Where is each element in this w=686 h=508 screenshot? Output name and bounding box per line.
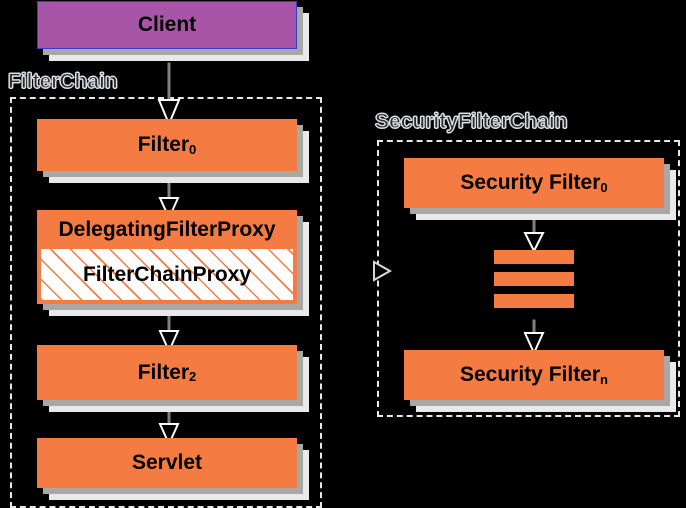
node-delegatingfilterproxy[interactable]: DelegatingFilterProxy FilterChainProxy xyxy=(37,210,309,316)
node-label: Filter xyxy=(137,133,190,156)
group-box-filterchain xyxy=(10,97,322,508)
group-label-filterchain: FilterChain xyxy=(8,70,119,94)
node-label: DelegatingFilterProxy xyxy=(58,218,276,241)
node-label: Filter xyxy=(137,360,190,384)
group-label-securityfilterchain: SecurityFilterChain xyxy=(375,110,569,134)
node-face: Client xyxy=(37,1,297,49)
ellipsis-bar xyxy=(494,294,574,308)
security-filters-ellipsis xyxy=(494,250,574,308)
node-face: Servlet xyxy=(37,438,297,488)
node-label: Servlet xyxy=(131,451,203,474)
node-filterchainproxy[interactable]: FilterChainProxy xyxy=(40,248,294,301)
node-client[interactable]: Client xyxy=(37,1,309,61)
connector-fcp-to-securityfilterchain xyxy=(368,258,394,284)
node-label-subscript: 0 xyxy=(600,179,608,195)
ellipsis-bar xyxy=(494,272,574,286)
connector-ellipsis-to-securityfiltern xyxy=(521,301,547,356)
node-label: Security Filter xyxy=(460,171,601,194)
node-servlet[interactable]: Servlet xyxy=(37,438,309,500)
ellipsis-bar xyxy=(494,250,574,264)
node-label: Security Filter xyxy=(459,363,601,386)
node-label: Client xyxy=(137,13,197,36)
node-label-subscript: 2 xyxy=(189,369,197,385)
node-label-subscript: n xyxy=(600,371,608,387)
node-face: DelegatingFilterProxy FilterChainProxy xyxy=(37,210,297,304)
node-label: FilterChainProxy xyxy=(82,262,252,286)
node-label-subscript: 0 xyxy=(189,141,197,157)
